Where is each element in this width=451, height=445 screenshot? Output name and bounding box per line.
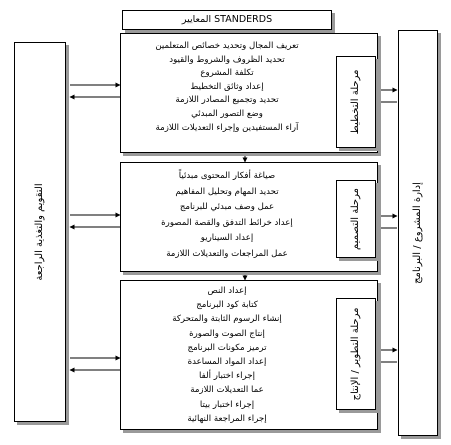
production-item: إعداد النص <box>207 286 247 296</box>
production-item: إنشاء الرسوم الثابتة والمتحركة <box>172 314 282 325</box>
planning-item: تعريف المجال وتحديد خصائص المتعلمين <box>155 41 299 51</box>
planning-item: تحديد وتجميع المصادر اللازمة <box>175 95 279 106</box>
production-item: إنتاج الصوت والصورة <box>189 328 265 339</box>
design-phase-tab: مرحلة التصميم <box>336 180 376 258</box>
design-item: عمل وصف مبدئي للبرنامج <box>179 202 275 212</box>
production-item: عما التعديلات اللازمة <box>190 385 264 396</box>
design-item: إعداد خرائط التدفق والقصة المصورة <box>161 217 293 228</box>
evaluation-feedback-label: التقويم والتغذية الراجعة <box>34 183 45 281</box>
standards-header: المعايير STANDERDS <box>122 10 332 30</box>
planning-item: تكلفة المشروع <box>200 68 254 79</box>
design-item: تحديد المهام وتحليل المفاهيم <box>175 186 279 197</box>
production-item: إجراء اختبار ألفا <box>199 371 255 382</box>
production-item: إجراء المراجعة النهائية <box>187 413 267 424</box>
design-phase-label: مرحلة التصميم <box>350 188 361 250</box>
design-item: إعداد السيناريو <box>200 233 254 243</box>
planning-phase-group: تعريف المجال وتحديد خصائص المتعلمين تحدي… <box>120 33 378 153</box>
project-management-bar: إدارة المشروع / البرنامج <box>398 30 438 436</box>
production-item: إعداد المواد المساعدة <box>187 357 267 368</box>
production-phase-group: إعداد النص كتابة كود البرنامج إنشاء الرس… <box>120 280 378 430</box>
standards-title: المعايير STANDERDS <box>181 14 273 25</box>
planning-item: إعداد وثائق التخطيط <box>190 81 264 92</box>
evaluation-feedback-bar: التقويم والتغذية الراجعة <box>14 42 66 422</box>
project-management-label: إدارة المشروع / البرنامج <box>412 182 423 284</box>
production-item: إجراء اختبار بيتا <box>199 399 255 410</box>
design-item: صياغة أفكار المحتوى مبدئياً <box>178 171 276 181</box>
production-phase-tab: مرحلة التطوير / الإنتاج <box>336 298 376 410</box>
planning-item: آراء المستفيدين وإجراء التعديلات اللازمة <box>155 122 299 133</box>
production-phase-label: مرحلة التطوير / الإنتاج <box>350 307 361 401</box>
planning-phase-tab: مرحلة التخطيط <box>336 56 376 148</box>
design-item: عمل المراجعات والتعديلات اللازمة <box>166 248 288 259</box>
production-item: كتابة كود البرنامج <box>196 300 258 311</box>
planning-phase-label: مرحلة التخطيط <box>350 69 361 135</box>
planning-item: وضع التصور المبدئي <box>191 108 263 119</box>
production-item: ترميز مكونات البرنامج <box>187 342 267 353</box>
design-phase-group: صياغة أفكار المحتوى مبدئياً تحديد المهام… <box>120 162 378 272</box>
planning-item: تحديد الظروف والشروط والقيود <box>169 54 285 65</box>
